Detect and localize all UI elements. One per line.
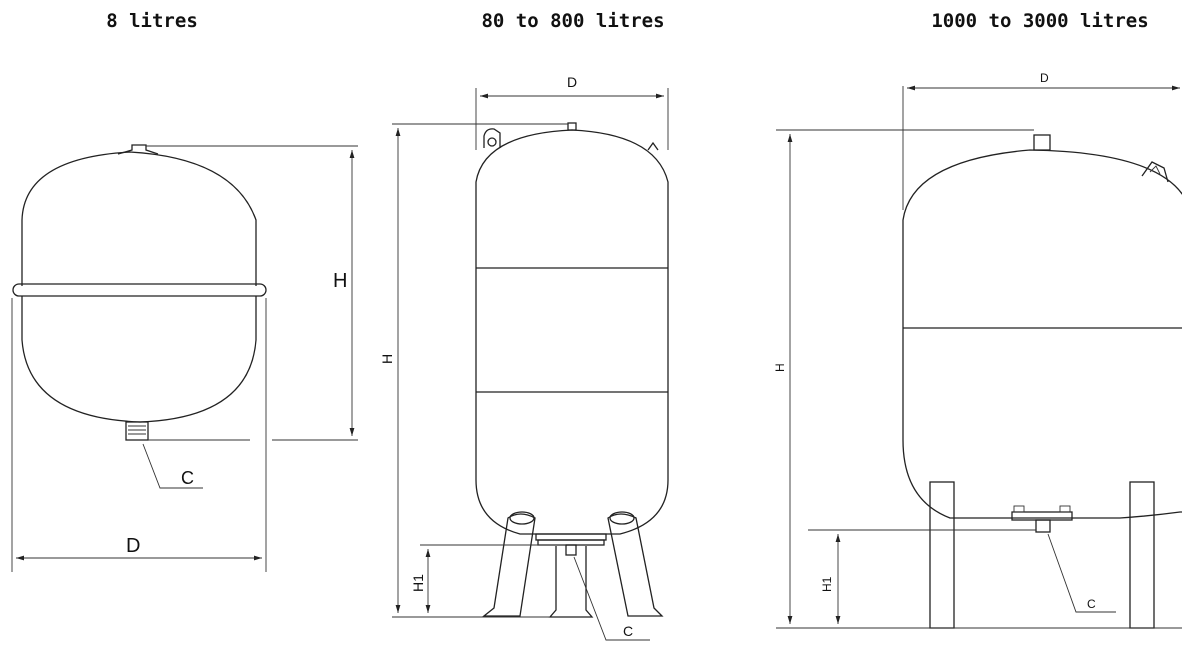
label-c-small: C bbox=[181, 468, 194, 488]
leg-center bbox=[548, 546, 594, 618]
bottom-connection bbox=[125, 421, 149, 441]
label-c-medium: C bbox=[623, 623, 633, 639]
tank-band bbox=[12, 283, 267, 297]
label-d-small: D bbox=[126, 535, 140, 557]
label-c-large: C bbox=[1087, 597, 1096, 611]
c-leader bbox=[142, 443, 203, 489]
valve bbox=[1141, 161, 1169, 183]
leg-left bbox=[929, 481, 955, 629]
label-h-large: H bbox=[773, 363, 787, 372]
label-h-small: H bbox=[333, 270, 347, 292]
title-8-litres: 8 litres bbox=[106, 10, 198, 32]
base-plate bbox=[535, 533, 607, 541]
base-plate bbox=[1011, 511, 1073, 521]
label-d-large: D bbox=[1040, 71, 1049, 85]
tank-8-litres bbox=[11, 144, 358, 572]
title-80-800-litres: 80 to 800 litres bbox=[481, 10, 665, 32]
label-h1-large: H1 bbox=[820, 576, 834, 592]
c-leader bbox=[573, 556, 650, 641]
label-h1-medium: H1 bbox=[410, 574, 426, 592]
bottom-connection bbox=[1035, 519, 1051, 533]
title-1000-3000-litres: 1000 to 3000 litres bbox=[931, 10, 1149, 32]
c-leader bbox=[1047, 533, 1116, 613]
leg-right bbox=[1129, 481, 1155, 629]
top-fitting bbox=[1033, 134, 1051, 151]
tank-1000-3000-litres bbox=[776, 85, 1182, 629]
label-d-medium: D bbox=[567, 74, 577, 90]
valve bbox=[647, 141, 659, 151]
label-h-medium: H bbox=[379, 354, 395, 364]
leg-left bbox=[482, 513, 536, 617]
leg-right bbox=[607, 513, 664, 617]
tank-80-800-litres bbox=[392, 88, 669, 641]
bottom-connection bbox=[565, 544, 577, 556]
top-fitting bbox=[117, 144, 159, 155]
lifting-eye bbox=[483, 128, 501, 148]
top-fitting bbox=[567, 122, 577, 131]
